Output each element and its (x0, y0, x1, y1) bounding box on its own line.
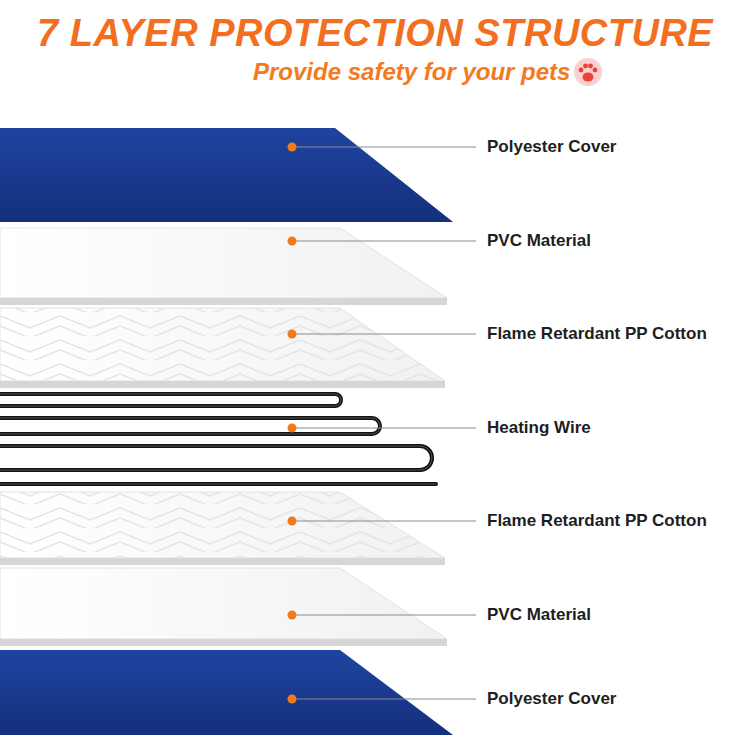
paw-icon (574, 58, 602, 86)
subtitle: Provide safety for your pets (253, 58, 570, 86)
layer-label: PVC Material (487, 231, 591, 251)
leader-dots (288, 143, 297, 704)
polyester-layer (0, 650, 453, 735)
cotton-edge (0, 381, 445, 388)
cotton-edge (0, 558, 445, 565)
polyester-layer (0, 128, 453, 222)
title: 7 LAYER PROTECTION STRUCTURE (37, 12, 713, 56)
cotton-layer (0, 492, 445, 558)
cotton-pattern (0, 492, 445, 558)
layer-label: PVC Material (487, 605, 591, 625)
pvc-layer (0, 568, 447, 639)
layer-label: Heating Wire (487, 418, 591, 438)
layer-label: Polyester Cover (487, 137, 616, 157)
cotton-layer (0, 308, 445, 381)
layer-label: Polyester Cover (487, 689, 616, 709)
layer-label: Flame Retardant PP Cotton (487, 511, 707, 531)
leader-lines (296, 147, 476, 699)
layer-label: Flame Retardant PP Cotton (487, 324, 707, 344)
heating-wire (0, 394, 436, 484)
pvc-edge (0, 639, 447, 646)
pvc-edge (0, 298, 447, 305)
pvc-layer (0, 228, 447, 298)
cotton-pattern (0, 308, 445, 381)
